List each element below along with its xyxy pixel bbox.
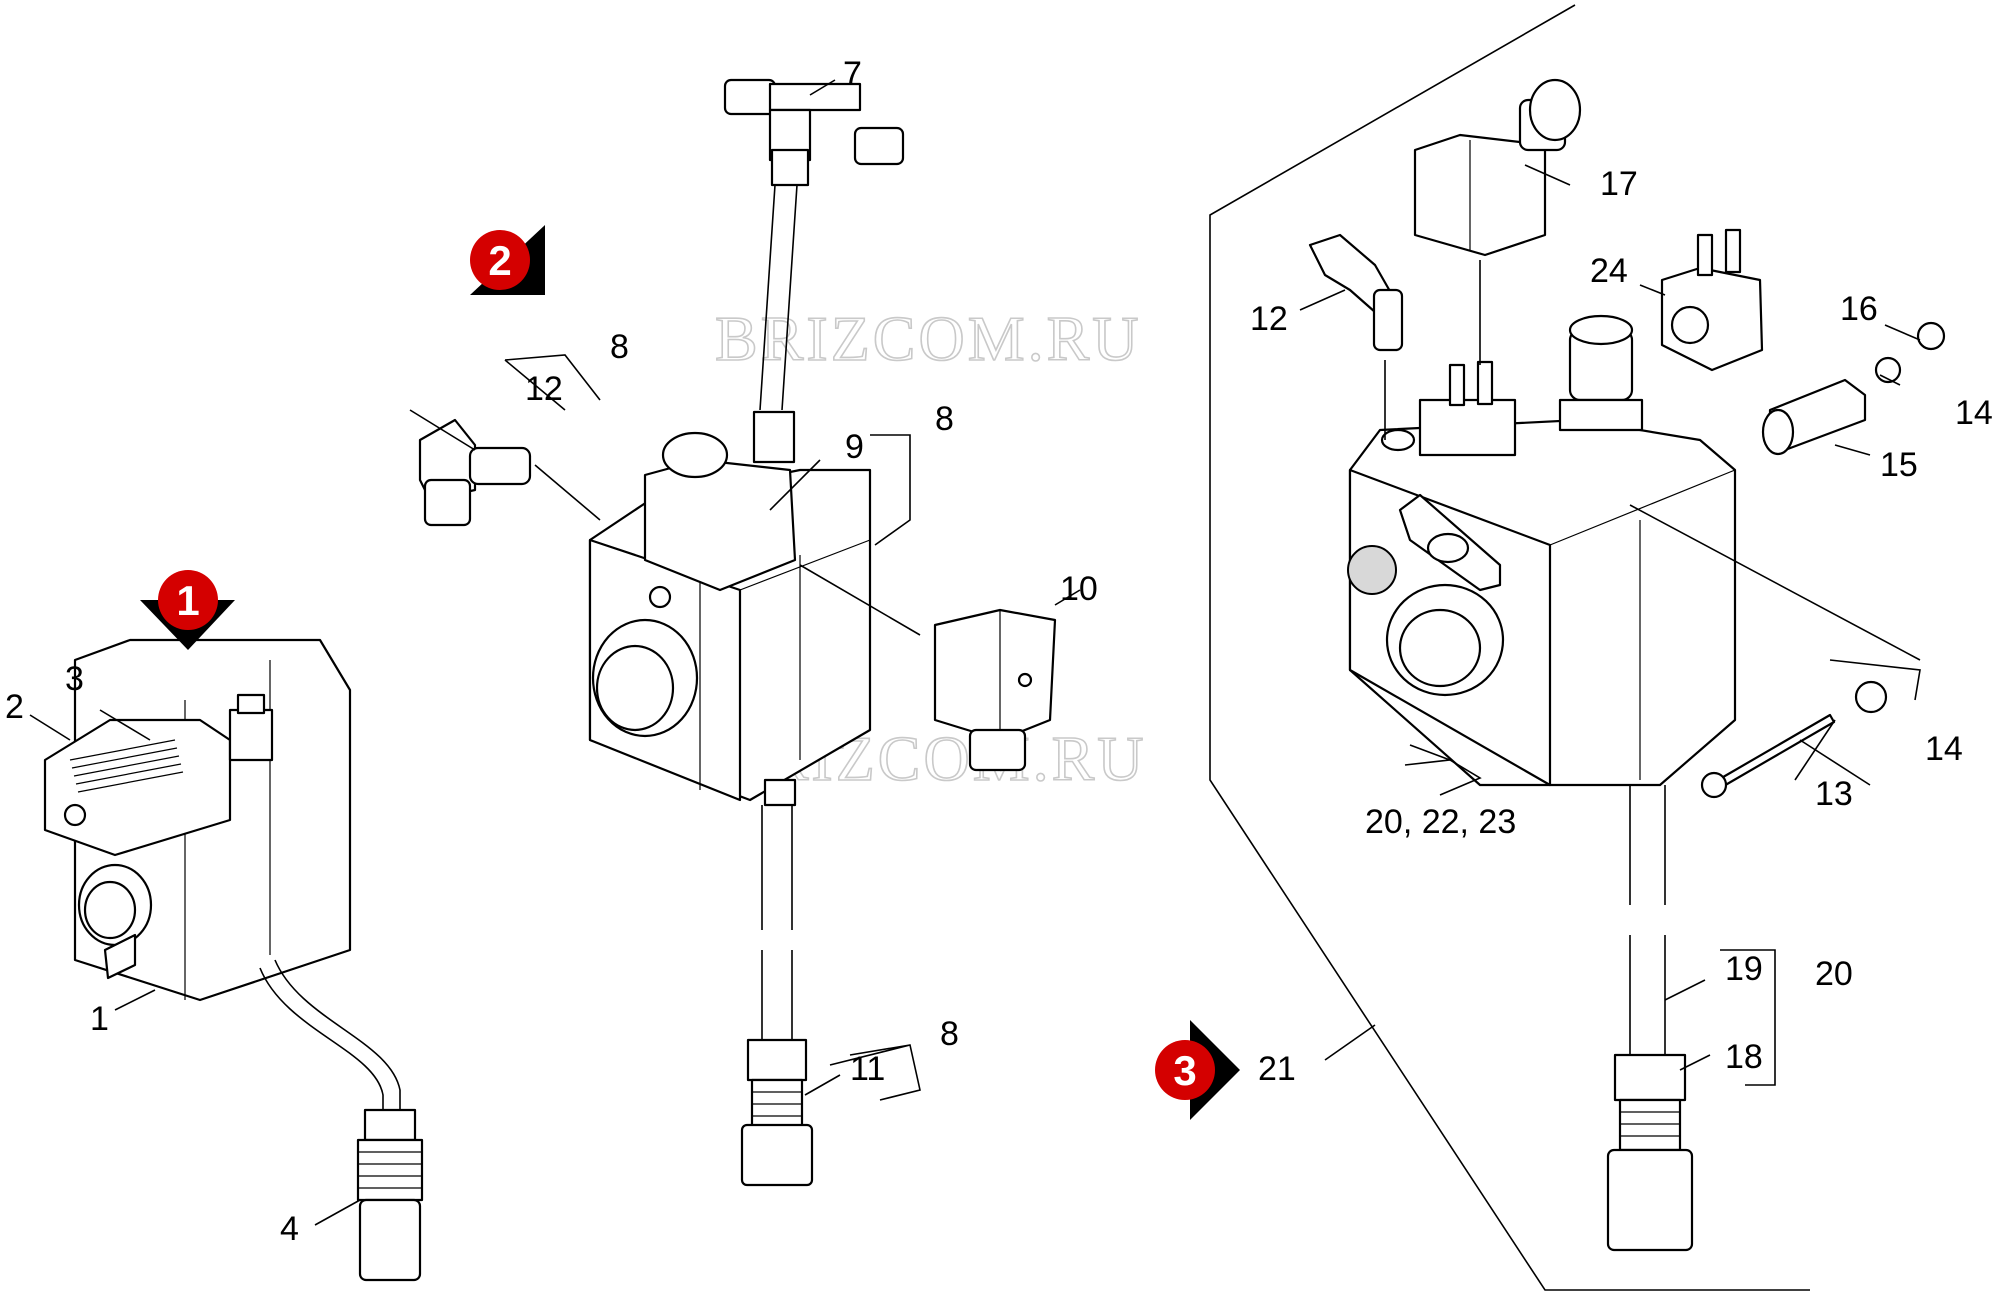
group1-solenoid-valve bbox=[43, 638, 424, 1282]
label-part-1: 1 bbox=[90, 1000, 109, 1038]
label-part-9: 9 bbox=[845, 428, 864, 466]
label-part-4: 4 bbox=[280, 1210, 299, 1248]
group2-badge-number: 2 bbox=[488, 237, 511, 284]
label-part-8-a: 8 bbox=[610, 328, 629, 366]
label-part-13: 13 bbox=[1815, 775, 1853, 813]
label-part-20-22-23: 20, 22, 23 bbox=[1365, 803, 1516, 841]
label-part-8-c: 8 bbox=[940, 1015, 959, 1053]
label-part-16: 16 bbox=[1840, 290, 1878, 328]
label-part-14-a: 14 bbox=[1955, 394, 1993, 432]
group3-badge: 3 bbox=[1155, 1020, 1240, 1120]
label-part-15: 15 bbox=[1880, 446, 1918, 484]
label-part-12-b: 12 bbox=[1250, 300, 1288, 338]
watermark-top: BRIZCOM.RU bbox=[715, 303, 1142, 374]
leader-lines bbox=[29, 79, 1921, 1226]
label-part-3: 3 bbox=[65, 660, 84, 698]
label-part-19: 19 bbox=[1725, 950, 1763, 988]
label-part-11: 11 bbox=[850, 1050, 885, 1088]
label-part-2: 2 bbox=[5, 688, 24, 726]
group3-frame bbox=[1209, 4, 1810, 1291]
label-part-20: 20 bbox=[1815, 955, 1853, 993]
label-part-24: 24 bbox=[1590, 252, 1628, 290]
group3-valve-assembly bbox=[1308, 78, 1946, 1252]
label-part-12-a: 12 bbox=[525, 370, 563, 408]
group1-badge-number: 1 bbox=[176, 577, 199, 624]
group2-badge: 2 bbox=[470, 225, 545, 295]
label-part-8-b: 8 bbox=[935, 400, 954, 438]
label-part-21: 21 bbox=[1258, 1050, 1296, 1088]
label-part-10: 10 bbox=[1060, 570, 1098, 608]
label-part-7: 7 bbox=[843, 55, 862, 93]
group2-pressure-regulator bbox=[418, 78, 1057, 1187]
part-labels: 3 2 1 4 7 8 12 8 9 10 8 11 17 24 12 16 1… bbox=[5, 55, 1993, 1248]
label-part-14-b: 14 bbox=[1925, 730, 1963, 768]
group1-badge: 1 bbox=[140, 570, 235, 650]
group3-badge-number: 3 bbox=[1173, 1047, 1196, 1094]
label-part-17: 17 bbox=[1600, 165, 1638, 203]
label-part-18: 18 bbox=[1725, 1038, 1763, 1076]
